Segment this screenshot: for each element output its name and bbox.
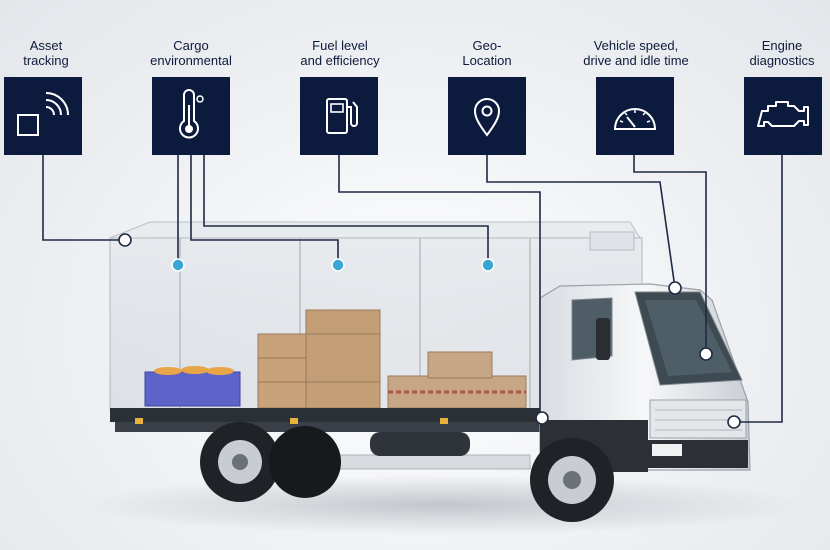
label-engine-diagnostics: Engine diagnostics — [749, 38, 815, 68]
cargo-crates — [144, 309, 527, 409]
tile-engine-diagnostics — [744, 77, 822, 155]
connector-speed — [633, 155, 707, 354]
connector-lines — [42, 155, 783, 423]
dot-speed — [699, 347, 713, 361]
asset-tracking-icon — [17, 92, 69, 136]
rear-wheel — [200, 422, 341, 502]
fuel-pump-icon — [326, 98, 358, 134]
label-fuel-level: Fuel level and efficiency — [300, 38, 380, 68]
dot-asset — [118, 233, 132, 247]
dot-geo — [668, 281, 682, 295]
label-vehicle-speed: Vehicle speed, drive and idle time — [583, 38, 689, 68]
sensor-dots — [118, 233, 741, 429]
label-asset-tracking: Asset tracking — [23, 38, 69, 68]
tile-asset-tracking — [4, 77, 82, 155]
tile-geo-location — [448, 77, 526, 155]
dot-cargo-1 — [171, 258, 185, 272]
tile-fuel-level — [300, 77, 378, 155]
ground-shadow — [80, 475, 800, 535]
dot-cargo-2 — [331, 258, 345, 272]
tile-vehicle-speed — [596, 77, 674, 155]
connector-geo — [486, 155, 676, 289]
dot-engine — [727, 415, 741, 429]
chassis — [110, 408, 650, 470]
engine-icon — [757, 101, 809, 127]
dot-cargo-3 — [481, 258, 495, 272]
label-cargo-environmental: Cargo environmental — [150, 38, 232, 68]
front-wheel — [530, 438, 614, 522]
speedometer-icon — [613, 108, 657, 130]
connector-cargo-b — [190, 155, 339, 264]
tile-cargo-environmental — [152, 77, 230, 155]
location-pin-icon — [473, 98, 501, 137]
thermometer-icon — [179, 89, 204, 139]
connector-cargo-c — [203, 155, 489, 264]
label-geo-location: Geo- Location — [462, 38, 512, 68]
dot-fuel — [535, 411, 549, 425]
connector-fuel — [338, 155, 541, 418]
connector-asset — [42, 155, 125, 241]
connector-engine — [736, 155, 783, 423]
